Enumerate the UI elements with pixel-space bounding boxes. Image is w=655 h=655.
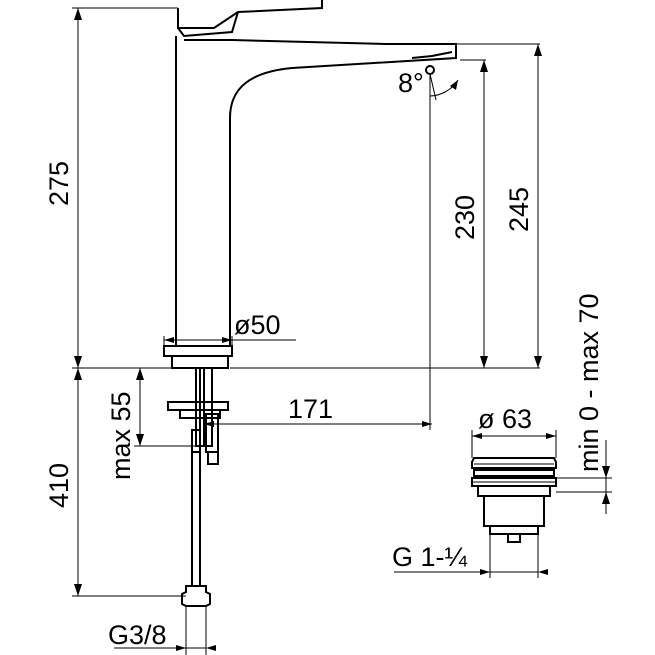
aerator [425, 65, 435, 75]
left-dimensions [72, 7, 216, 655]
connector-end [207, 451, 219, 465]
faucet-body [175, 0, 457, 345]
label-o63: ø 63 [478, 404, 532, 434]
label-275: 275 [44, 161, 74, 206]
backnut [179, 409, 221, 419]
spout-tip [411, 51, 453, 59]
waste-flange-1 [473, 469, 555, 477]
label-171: 171 [288, 394, 333, 424]
label-g114: G 1-¼ [392, 542, 468, 572]
waste-body [483, 495, 545, 527]
waste-stem [507, 533, 521, 543]
base-ring [171, 355, 229, 369]
waste-thread [489, 525, 539, 535]
label-waste-range: min 0 - max 70 [574, 293, 604, 472]
label-410: 410 [44, 463, 74, 508]
shank-rod [199, 367, 205, 447]
handle-lever [177, 0, 323, 29]
right-dimensions [163, 43, 542, 430]
label-o50: ø50 [234, 310, 281, 340]
hose-nut [181, 585, 211, 607]
label-g38: G3/8 [108, 620, 167, 650]
washer [167, 401, 229, 411]
label-245: 245 [504, 187, 534, 232]
base-flange [163, 345, 233, 357]
handle-base [177, 11, 239, 38]
waste-collar [477, 485, 551, 497]
label-max55: max 55 [106, 391, 136, 480]
dimension-labels: 275 410 max 55 230 245 min 0 - max 70 ø5… [44, 68, 604, 650]
label-angle: 8° [398, 68, 424, 98]
waste-valve [394, 430, 612, 578]
label-230: 230 [450, 195, 480, 240]
connector-small [191, 429, 201, 453]
deck-assembly [163, 345, 233, 607]
waste-cap [471, 457, 557, 469]
